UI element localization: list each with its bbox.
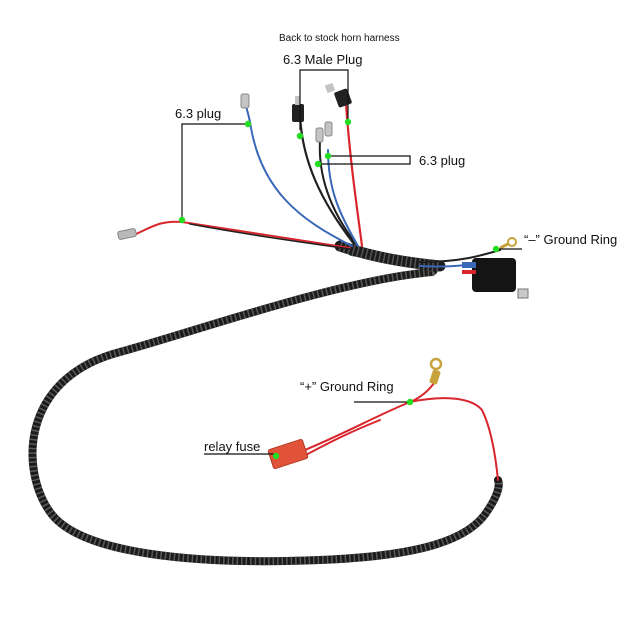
- label-relay-fuse: relay fuse: [204, 439, 261, 454]
- leader-plug-left: [181, 123, 248, 218]
- marker-plug-right-bottom: [314, 160, 322, 168]
- marker-relay-fuse: [272, 452, 280, 460]
- marker-plug-left: [244, 120, 252, 128]
- marker-plug-right-top: [324, 152, 332, 160]
- marker-male-plug-left: [296, 132, 304, 140]
- marker-male-plug-right: [344, 118, 352, 126]
- label-back-to-stock: Back to stock horn harness: [279, 33, 400, 44]
- label-ground-positive: “+” Ground Ring: [300, 379, 394, 394]
- label-plug-right: 6.3 plug: [419, 153, 466, 168]
- leader-plug-right: [318, 155, 411, 165]
- male-plug-right: [324, 82, 352, 108]
- label-plug-left: 6.3 plug: [175, 106, 222, 121]
- harness-loom: [28, 240, 503, 566]
- terminals: [117, 82, 352, 240]
- label-male-plug: 6.3 Male Plug: [283, 52, 363, 67]
- relay: [462, 258, 529, 299]
- leader-male-plug: [299, 69, 349, 130]
- marker-ground-negative: [492, 245, 500, 253]
- plug-6-3-right: [315, 121, 333, 143]
- upper-wires: [135, 102, 501, 268]
- male-plug-left: [292, 96, 304, 122]
- ground-ring-positive: [429, 357, 443, 385]
- ground-ring-negative: [499, 237, 517, 250]
- plug-6-3-left: [240, 93, 250, 109]
- marker-ground-positive: [406, 398, 414, 406]
- marker-left-wire: [178, 216, 186, 224]
- markers: [178, 118, 500, 460]
- relay-fuse: [267, 438, 309, 470]
- label-ground-negative: “–” Ground Ring: [524, 232, 618, 247]
- leader-lines: [181, 69, 522, 455]
- positive-wires: [299, 379, 499, 481]
- left-terminal: [117, 228, 137, 240]
